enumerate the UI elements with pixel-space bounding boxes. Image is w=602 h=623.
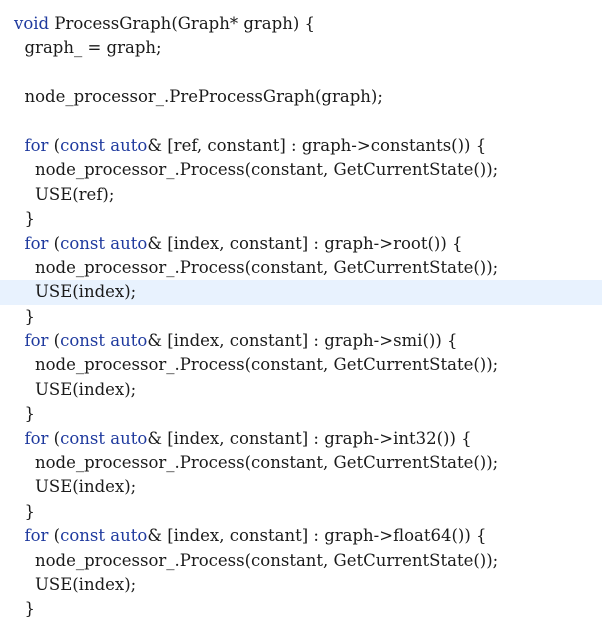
code-line[interactable]: node_processor_.Process(constant, GetCur… <box>14 355 499 375</box>
code-line[interactable]: USE(index); <box>14 477 137 497</box>
code-line[interactable]: USE(index); <box>14 379 137 399</box>
code-line[interactable] <box>0 61 602 85</box>
code-line[interactable]: for (const auto& [index, constant] : gra… <box>24 526 487 546</box>
code-line[interactable]: for (const auto& [index, constant] : gra… <box>24 428 472 448</box>
code-line[interactable]: node_processor_.Process(constant, GetCur… <box>14 550 499 570</box>
code-line[interactable] <box>0 110 602 134</box>
code-line[interactable]: USE(ref); <box>14 184 115 204</box>
code-line[interactable]: for (const auto& [ref, constant] : graph… <box>24 135 487 155</box>
code-line[interactable]: for (const auto& [index, constant] : gra… <box>24 331 458 351</box>
code-line[interactable]: } <box>14 404 35 424</box>
code-line[interactable]: node_processor_.PreProcessGraph(graph); <box>14 87 383 107</box>
code-line[interactable]: for (const auto& [index, constant] : gra… <box>24 233 463 253</box>
code-line-current[interactable]: USE(index); <box>0 280 602 305</box>
code-line[interactable]: } <box>14 306 35 326</box>
code-line[interactable]: node_processor_.Process(constant, GetCur… <box>14 257 499 277</box>
code-line[interactable]: node_processor_.Process(constant, GetCur… <box>14 160 499 180</box>
code-line[interactable]: void ProcessGraph(Graph* graph) { <box>14 14 315 33</box>
code-line[interactable]: } <box>14 599 35 619</box>
code-line[interactable]: USE(index); <box>14 574 137 594</box>
code-line[interactable]: node_processor_.Process(constant, GetCur… <box>14 453 499 473</box>
code-line[interactable]: } <box>14 209 35 229</box>
code-line[interactable]: graph_ = graph; <box>14 38 162 58</box>
code-line[interactable]: } <box>14 501 35 521</box>
